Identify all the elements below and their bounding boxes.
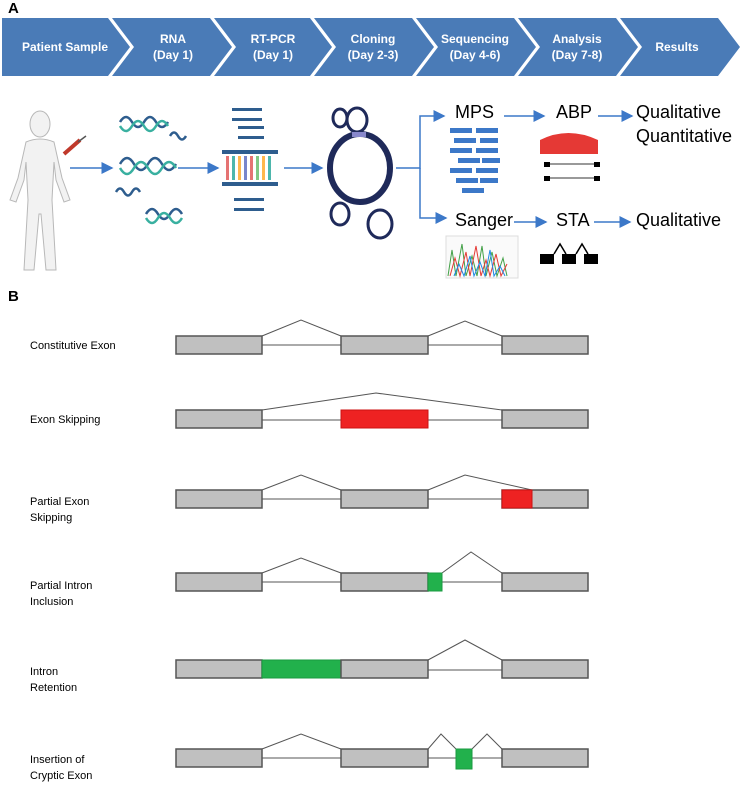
chevron-step-5 — [416, 18, 536, 76]
dna-ladder-icon — [222, 108, 278, 211]
step-label-sequencing: Sequencing (Day 4-6) — [440, 32, 509, 62]
row-constitutive-exon — [175, 319, 589, 355]
mps-reads-icon — [450, 128, 500, 193]
abp-label: ABP — [556, 102, 593, 122]
abp-sashimi-icon — [540, 133, 600, 181]
rna-strands-icon — [114, 115, 188, 225]
step-label-rt-pcr: RT-PCR (Day 1) — [250, 32, 296, 62]
chevron-step-2 — [112, 18, 232, 76]
step-label-cloning: Cloning (Day 2-3) — [347, 32, 399, 62]
sanger-label: Sanger — [455, 210, 514, 230]
step-label-analysis: Analysis (Day 7-8) — [551, 32, 603, 62]
mps-label: MPS — [455, 102, 495, 122]
chevron-step-6 — [518, 18, 638, 76]
workflow-chevron-bar — [2, 18, 740, 76]
chevron-step-7 — [620, 18, 740, 76]
row-exon-skipping — [175, 392, 589, 429]
human-figure-icon — [9, 110, 71, 271]
row-label-intron-retention: Intron Retention — [30, 666, 78, 694]
step-label-results: Results — [655, 40, 699, 54]
row-insertion-of-cryptic-exon — [175, 733, 589, 770]
row-partial-exon-skipping — [175, 474, 589, 509]
chevron-step-3 — [214, 18, 332, 76]
row-label-insertion-of-cryptic-exon: Insertion of Cryptic Exon — [30, 754, 93, 782]
row-intron-retention — [175, 639, 589, 679]
row-label-constitutive-exon: Constitutive Exon — [30, 340, 116, 352]
chevron-step-1 — [2, 18, 130, 76]
step-label-patient-sample: Patient Sample — [21, 40, 109, 54]
sta-schematic-icon — [540, 242, 598, 264]
sta-label: STA — [556, 210, 590, 230]
flow-arrow-sanger — [419, 168, 448, 224]
plasmid-icon — [327, 106, 394, 240]
qualitative-label-top: Qualitative — [636, 102, 722, 122]
workflow-illustration — [9, 106, 634, 279]
quantitative-label: Quantitative — [636, 126, 733, 146]
step-label-rna: RNA (Day 1) — [152, 32, 193, 62]
panel-b-letter: B — [8, 288, 19, 305]
syringe-icon — [62, 135, 87, 156]
panel-a-letter: A — [8, 0, 19, 17]
row-partial-intron-inclusion — [175, 551, 589, 592]
row-label-partial-exon-skipping: Partial Exon Skipping — [30, 496, 90, 524]
flow-arrow-mps — [396, 110, 446, 169]
row-label-exon-skipping: Exon Skipping — [30, 414, 101, 426]
qualitative-label-bottom: Qualitative — [636, 210, 722, 230]
row-label-partial-intron-inclusion: Partial Intron Inclusion — [30, 580, 93, 608]
sanger-chromatogram-icon — [445, 235, 519, 279]
chevron-step-4 — [314, 18, 434, 76]
